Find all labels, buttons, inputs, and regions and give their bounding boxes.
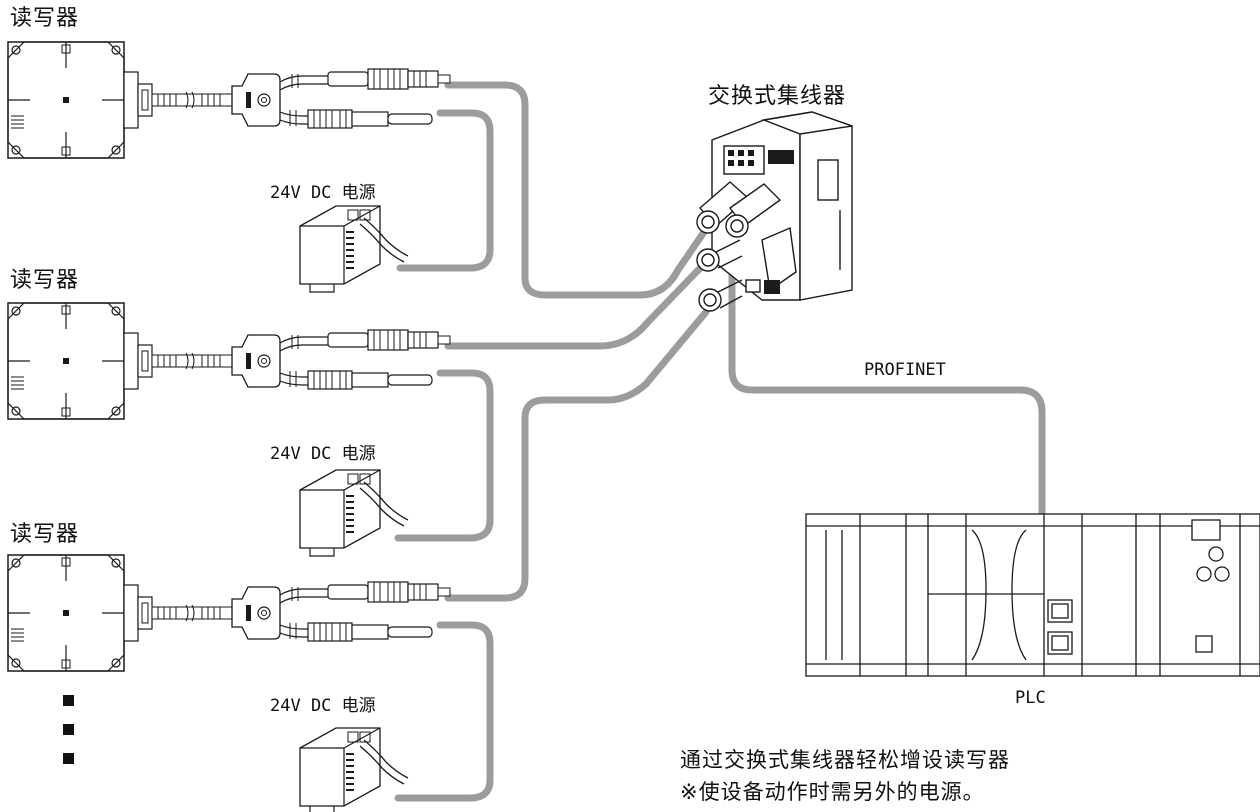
switch-hub [696, 111, 853, 312]
power-supply-1 [299, 205, 409, 293]
reader-1 [7, 41, 451, 159]
reader-label-2: 读写器 [10, 268, 80, 293]
plc-rack [805, 513, 1260, 677]
ellipsis-dot-1 [63, 695, 74, 706]
reader-2 [7, 302, 451, 420]
note-line-2: ※使设备动作时需另外的电源。 [680, 780, 985, 804]
plc-label: PLC [1015, 688, 1046, 708]
ellipsis-dot-3 [63, 753, 74, 764]
reader-label-1: 读写器 [10, 6, 80, 31]
power-supply-label-2: 24V DC 电源 [270, 444, 376, 464]
cable-reader2-psu [394, 369, 494, 542]
cable-reader3-hub [444, 308, 710, 602]
cable-profinet [728, 236, 1046, 518]
ellipsis-dot-2 [63, 724, 74, 735]
note-line-1: 通过交换式集线器轻松增设读写器 [680, 748, 1010, 772]
power-supply-label-1: 24V DC 电源 [270, 183, 376, 203]
cable-reader1-hub [444, 81, 708, 299]
cable-reader3-psu [394, 621, 494, 802]
cable-reader2-hub [444, 258, 710, 350]
cable-reader1-psu [396, 109, 494, 272]
switch-hub-label: 交换式集线器 [708, 84, 847, 109]
power-supply-label-3: 24V DC 电源 [270, 696, 376, 716]
profinet-label: PROFINET [864, 360, 946, 380]
reader-label-3: 读写器 [10, 522, 80, 547]
reader-3 [7, 554, 451, 672]
power-supply-3 [299, 727, 409, 812]
cables [394, 81, 1046, 802]
power-supply-2 [299, 469, 409, 557]
